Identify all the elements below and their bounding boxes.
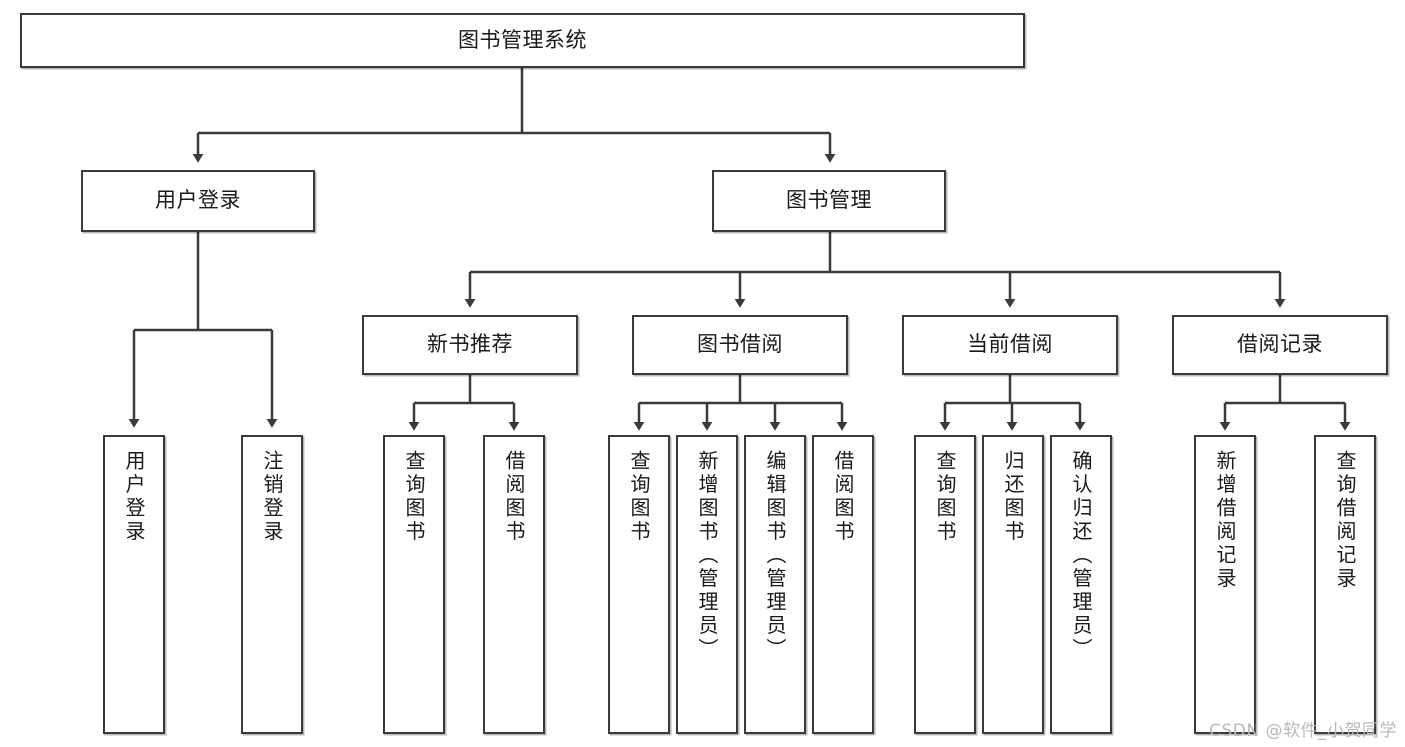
node-leaf-query-book-1-label: 查询图书 [402,450,426,544]
node-leaf-add-borrow-record-label: 新增借阅记录 [1213,450,1237,591]
node-book-borrow-label: 图书借阅 [697,332,783,357]
node-book-borrow[interactable]: 图书借阅 [632,315,848,375]
node-leaf-logout-login[interactable]: 注销登录 [241,435,303,734]
node-leaf-confirm-return-label: 确认归还（管理员） [1069,450,1093,662]
node-user-login-label: 用户登录 [155,188,241,213]
node-root[interactable]: 图书管理系统 [20,13,1025,68]
node-leaf-edit-book[interactable]: 编辑图书（管理员） [744,435,806,734]
node-borrow-record-label: 借阅记录 [1237,332,1323,357]
node-leaf-borrow-book-1-label: 借阅图书 [502,450,526,544]
node-leaf-query-borrow-record[interactable]: 查询借阅记录 [1314,435,1376,734]
node-leaf-edit-book-label: 编辑图书（管理员） [763,450,787,662]
node-new-book-recommend-label: 新书推荐 [427,332,513,357]
node-leaf-return-book[interactable]: 归还图书 [982,435,1044,734]
node-leaf-user-login-label: 用户登录 [122,450,146,544]
node-leaf-add-borrow-record[interactable]: 新增借阅记录 [1194,435,1256,734]
node-new-book-recommend[interactable]: 新书推荐 [362,315,578,375]
node-leaf-query-book-2-label: 查询图书 [627,450,651,544]
node-leaf-confirm-return[interactable]: 确认归还（管理员） [1050,435,1112,734]
node-leaf-borrow-book-1[interactable]: 借阅图书 [483,435,545,734]
node-leaf-query-book-1[interactable]: 查询图书 [383,435,445,734]
node-leaf-query-book-2[interactable]: 查询图书 [608,435,670,734]
node-book-manage-label: 图书管理 [786,188,872,213]
node-leaf-add-book-label: 新增图书（管理员） [695,450,719,662]
node-current-borrow[interactable]: 当前借阅 [902,315,1118,375]
node-root-label: 图书管理系统 [458,27,587,52]
node-leaf-query-book-3[interactable]: 查询图书 [914,435,976,734]
node-leaf-query-borrow-record-label: 查询借阅记录 [1333,450,1357,591]
node-user-login[interactable]: 用户登录 [81,170,315,232]
node-leaf-user-login[interactable]: 用户登录 [103,435,165,734]
node-leaf-add-book[interactable]: 新增图书（管理员） [676,435,738,734]
node-leaf-borrow-book-2[interactable]: 借阅图书 [812,435,874,734]
node-leaf-return-book-label: 归还图书 [1001,450,1025,544]
node-leaf-borrow-book-2-label: 借阅图书 [831,450,855,544]
node-borrow-record[interactable]: 借阅记录 [1172,315,1388,375]
node-leaf-query-book-3-label: 查询图书 [933,450,957,544]
node-current-borrow-label: 当前借阅 [967,332,1053,357]
node-book-manage[interactable]: 图书管理 [712,170,946,232]
node-leaf-logout-login-label: 注销登录 [260,450,284,544]
